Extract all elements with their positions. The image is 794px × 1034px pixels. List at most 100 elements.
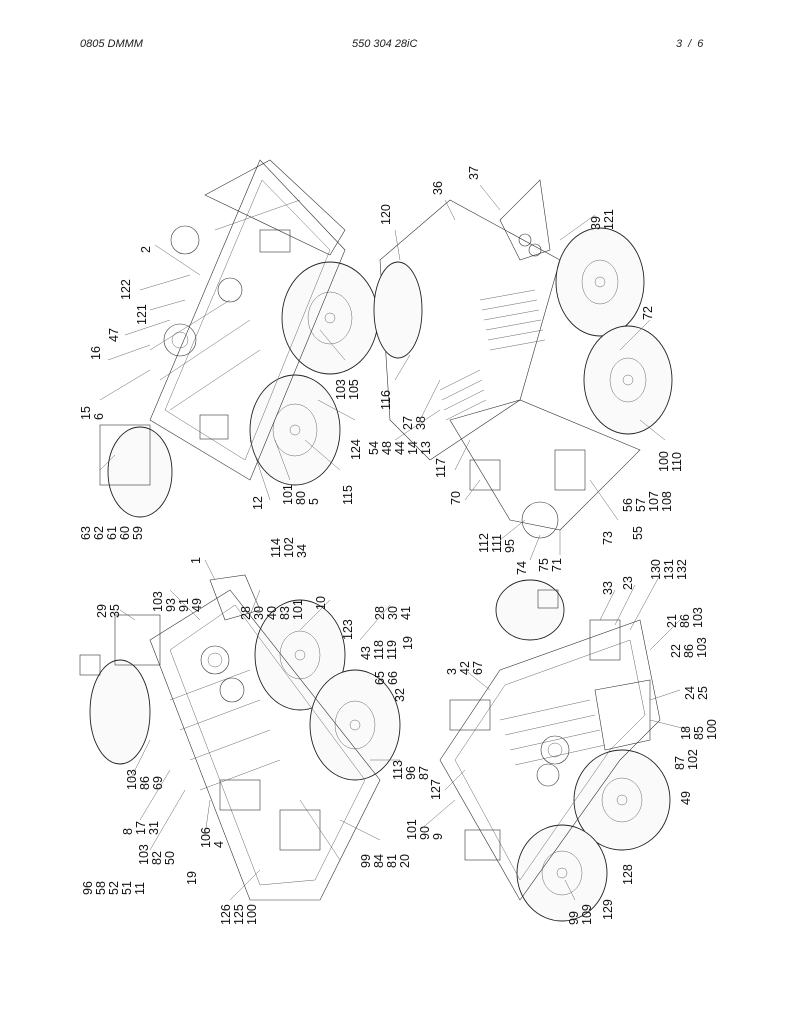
callout-group: 101805 [281, 484, 321, 505]
callout-group: 1 [189, 557, 203, 564]
callout-group: 7571 [537, 558, 564, 572]
callout-group: 2738 [401, 416, 428, 430]
callout-group: 115 [341, 485, 355, 505]
callout-group: 6566 [373, 671, 400, 685]
callout-group: 103939149 [151, 591, 204, 612]
callout-group: 33 [601, 581, 615, 595]
battery [537, 589, 559, 609]
callout-group: 2425 [683, 686, 710, 700]
callout-group: 129 [601, 899, 615, 920]
callout-group: 5448441413 [367, 441, 433, 455]
fuel-tank [107, 426, 173, 518]
pulley [521, 501, 559, 539]
callout-group: 74 [515, 561, 529, 575]
wheel-rear [555, 227, 645, 337]
fuel-tank [89, 659, 151, 765]
callout-group: 19 [185, 871, 199, 885]
callout-group: 11211195 [477, 533, 517, 553]
callout-group: 16 [89, 346, 103, 360]
wheel-rear [573, 749, 671, 851]
callout-group: 2286103 [669, 637, 709, 658]
callout-group: 55 [631, 526, 645, 540]
callout-group: 70 [449, 491, 463, 505]
battery [79, 654, 101, 676]
callout-group: 128 [621, 864, 635, 885]
callout-group: 99109 [567, 904, 594, 925]
chassis-frame [449, 399, 641, 531]
callout-group: 2186103 [665, 607, 705, 628]
callout-group: 9658525111 [81, 881, 147, 895]
callout-group: 28304083101 [239, 599, 305, 620]
callout-group: 2 [139, 246, 153, 253]
callout-group: 156 [79, 406, 106, 420]
callout-group: 5657107108 [621, 491, 674, 512]
callout-group: 19 [401, 636, 415, 650]
callout-group: 36 [431, 181, 445, 195]
callout-group: 1038669 [125, 769, 165, 790]
page-total: 6 [697, 38, 704, 50]
callout-group: 87102 [673, 749, 700, 770]
callout-group: 11410234 [269, 537, 309, 558]
view-bottom-right-machine [439, 579, 671, 922]
page-separator: / [688, 38, 692, 50]
callout-group: 81731 [121, 821, 161, 835]
callout-group: 127 [429, 779, 443, 800]
callout-group: 103105 [334, 379, 361, 400]
leader-lines [99, 184, 691, 901]
wheel-front [516, 824, 608, 922]
header-document-code: 0805 DMMM [80, 38, 143, 50]
callout-group: 43118119 [359, 640, 399, 660]
callout-group: 122 [119, 279, 133, 300]
wheel-rear [281, 261, 379, 375]
callout-group: 49 [679, 791, 693, 805]
callout-group: 39121 [589, 209, 616, 230]
callout-group: 121 [135, 304, 149, 325]
callout-group: 283041 [373, 606, 413, 620]
handle-bracket [499, 179, 551, 261]
callout-group: 117 [434, 458, 448, 478]
battery-box [99, 424, 151, 486]
callout-group: 126125100 [219, 904, 259, 925]
callout-group: 120 [379, 204, 393, 225]
callout-group: 34267 [445, 661, 485, 675]
header-part-number: 550 304 28iC [352, 38, 418, 50]
callout-group: 100110 [657, 451, 684, 472]
callout-labels: 6362616059 156 16 47 121 122 2 11410234 … [79, 166, 719, 925]
callout-group: 12 [251, 496, 265, 510]
callout-group: 10 [314, 596, 328, 610]
callout-group: 130131132 [649, 559, 689, 580]
handle-plate [594, 679, 651, 751]
page-current: 3 [676, 38, 683, 50]
callout-group: 73 [601, 531, 615, 545]
fuel-tank [495, 579, 565, 641]
fuel-tank [373, 261, 423, 359]
callout-group: 32 [393, 688, 407, 702]
callout-group: 2935 [95, 604, 122, 618]
callout-group: 1038250 [137, 844, 177, 865]
wheel-front [583, 325, 673, 435]
callout-group: 101909 [405, 819, 445, 840]
wheel-front [309, 669, 401, 781]
view-bottom-left-machine [79, 574, 401, 901]
callout-group: 6362616059 [79, 526, 145, 540]
chassis-frame [149, 159, 346, 481]
callout-group: 123 [341, 619, 355, 640]
callout-group: 72 [641, 306, 655, 320]
header-page-number: 3 / 6 [676, 38, 703, 50]
callout-group: 124 [349, 439, 363, 460]
view-top-right-machine [373, 179, 673, 539]
wheel-front [249, 374, 341, 486]
callout-group: 23 [621, 576, 635, 590]
callout-group: 116 [379, 390, 393, 410]
callout-group: 47 [107, 328, 121, 342]
wheel-rear [254, 599, 346, 711]
view-top-left-machine [99, 159, 379, 518]
callout-group: 37 [467, 166, 481, 180]
callout-group: 1139687 [391, 760, 431, 780]
handle-plate [209, 574, 261, 621]
callout-group: 99848120 [359, 854, 412, 868]
chassis-frame [439, 619, 661, 901]
callout-group: 1064 [199, 827, 226, 848]
callout-group: 1885100 [679, 719, 719, 740]
